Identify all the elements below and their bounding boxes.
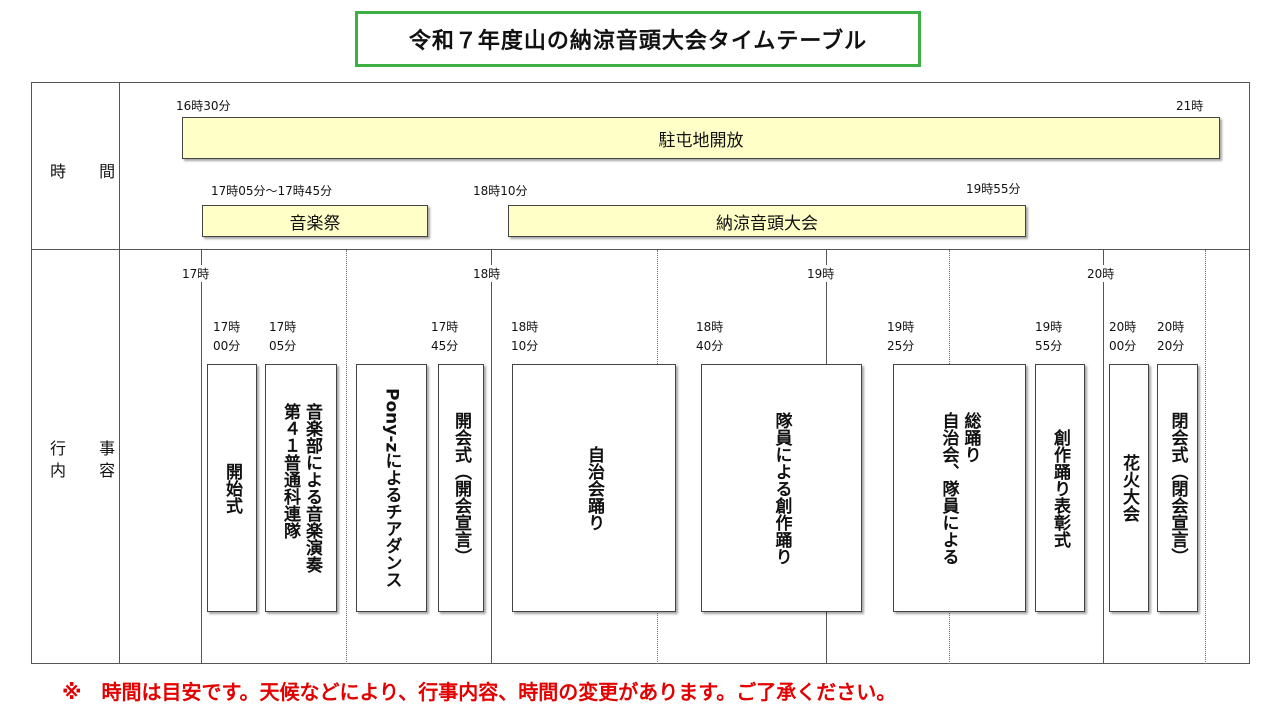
event-time: 19時 55分 — [1035, 320, 1063, 353]
dance-festival-bar: 納涼音頭大会 — [508, 205, 1026, 237]
event-name: 隊員による創作踊り — [771, 411, 792, 565]
event-time: 18時 40分 — [696, 320, 724, 353]
event-name: 開会式（開会宣言） — [451, 411, 471, 565]
event-box-all-dance: 総踊り 自治会、隊員による — [893, 364, 1026, 612]
camp-start-label: 16時30分 — [176, 99, 231, 113]
event-box-cheerdance: Pony-zによるチアダンス — [356, 364, 427, 612]
row-label-time: 時 間 — [50, 162, 130, 181]
event-time: 17時 45分 — [431, 320, 459, 353]
event-name: 自治会踊り — [584, 445, 604, 531]
event-box-community-dance: 自治会踊り — [512, 364, 676, 612]
hour-label-19: 19時 — [806, 265, 836, 282]
music-time-label: 17時05分～17時45分 — [211, 184, 333, 198]
event-box-opening-ceremony: 開会式（開会宣言） — [438, 364, 484, 612]
music-festival-bar: 音楽祭 — [202, 205, 428, 237]
row-label-events: 行 事 内 容 — [50, 438, 129, 482]
row-divider — [31, 249, 1250, 250]
hour-label-18: 18時 — [472, 265, 502, 282]
event-time: 18時 10分 — [511, 320, 539, 353]
event-name: 音楽部による音楽演奏 第４１普通科連隊 — [280, 403, 322, 573]
hour-label-17: 17時 — [181, 265, 211, 282]
event-name: Pony-zによるチアダンス — [381, 387, 402, 589]
event-box-band: 音楽部による音楽演奏 第４１普通科連隊 — [265, 364, 337, 612]
half-hour-line — [1205, 250, 1206, 664]
event-time: 20時 00分 — [1109, 320, 1137, 353]
hour-label-20: 20時 — [1086, 265, 1116, 282]
page-title: 令和７年度山の納涼音頭大会タイムテーブル — [355, 11, 921, 67]
dance-start-label: 18時10分 — [473, 184, 528, 198]
event-time: 20時 20分 — [1157, 320, 1185, 353]
event-name: 花火大会 — [1119, 454, 1139, 522]
row-label-events-line2: 内 容 — [50, 461, 130, 480]
event-box-creative-dance: 隊員による創作踊り — [701, 364, 862, 612]
label-column-divider — [119, 82, 120, 664]
event-time: 17時 05分 — [269, 320, 297, 353]
row-label-events-line1: 行 事 — [50, 439, 130, 458]
event-time: 19時 25分 — [887, 320, 915, 353]
event-box-opening: 開始式 — [207, 364, 257, 612]
half-hour-line — [346, 250, 347, 664]
timetable-frame — [31, 82, 1250, 664]
event-name: 閉会式（閉会宣言） — [1167, 411, 1188, 565]
hour-line-17 — [201, 250, 202, 664]
hour-line-20 — [1103, 250, 1104, 664]
event-time: 17時 00分 — [213, 320, 241, 353]
camp-end-label: 21時 — [1176, 99, 1204, 113]
camp-open-bar: 駐屯地開放 — [182, 117, 1220, 159]
event-name: 創作踊り表彰式 — [1050, 428, 1070, 548]
event-box-award: 創作踊り表彰式 — [1035, 364, 1085, 612]
event-name: 開始式 — [222, 462, 242, 514]
notice-text: ※ 時間は目安です。天候などにより、行事内容、時間の変更があります。ご了承くださ… — [62, 680, 897, 704]
event-box-closing-ceremony: 閉会式（閉会宣言） — [1157, 364, 1198, 612]
dance-end-label: 19時55分 — [966, 182, 1021, 196]
hour-line-18 — [491, 250, 492, 664]
event-box-fireworks: 花火大会 — [1109, 364, 1149, 612]
event-name: 総踊り 自治会、隊員による — [938, 411, 981, 565]
